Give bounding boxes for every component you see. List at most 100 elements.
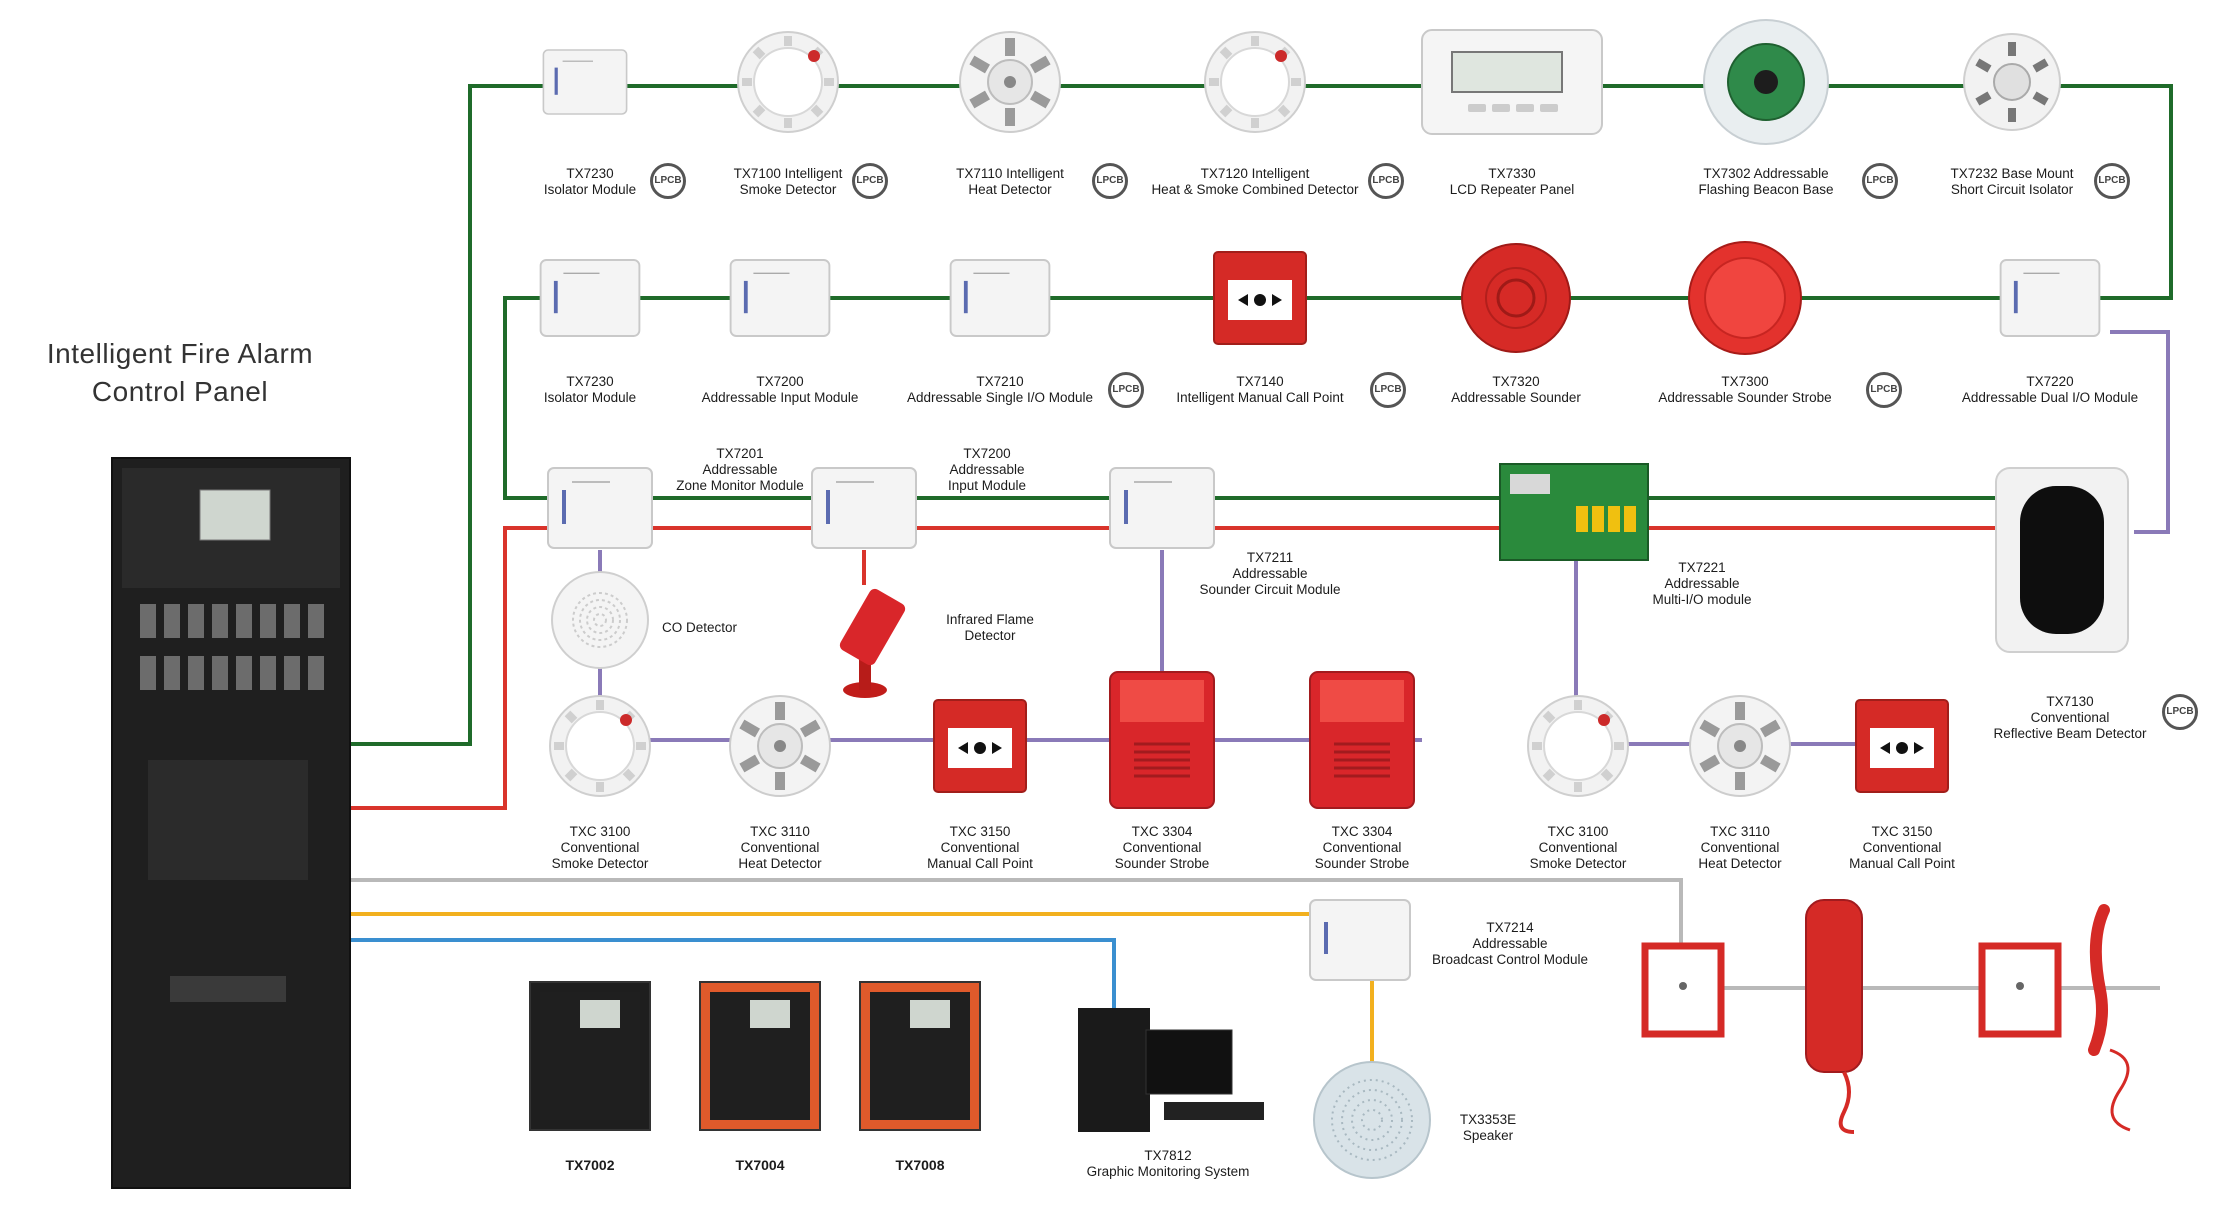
detector-fin	[1760, 754, 1781, 773]
label-line: TX7211	[1246, 550, 1294, 565]
detector-fin	[1005, 38, 1015, 56]
label-line: Smoke Detector	[551, 856, 649, 871]
label-line: TXC 3100	[1547, 824, 1609, 839]
call-point-arrow	[1914, 742, 1924, 754]
module-body	[729, 259, 831, 337]
co-detector-label: CO Detector	[662, 620, 738, 635]
detector-vent	[1574, 700, 1582, 710]
diagram-title: Intelligent Fire Alarm Control Panel	[46, 338, 314, 407]
loop-2-green	[503, 296, 2110, 500]
label-line: TX7232 Base Mount	[1950, 166, 2074, 181]
lpcb-certification-icon: LPCB	[852, 163, 888, 199]
cabinet-power-section	[170, 976, 286, 1002]
module-led-strip	[562, 490, 566, 524]
base-contact	[2032, 91, 2049, 106]
smoke-detector-icon	[1204, 31, 1306, 133]
label-line: TX7214	[1486, 920, 1534, 935]
detector-sensor	[1734, 740, 1746, 752]
label-line: Sounder Circuit Module	[1199, 582, 1341, 597]
speaker-icon	[1313, 1061, 1431, 1179]
module-body	[547, 467, 653, 549]
cabinet-zone-led	[308, 604, 324, 638]
label-line: Addressable Sounder	[1451, 390, 1581, 405]
sounder-icon	[1461, 243, 1571, 353]
computer-keyboard	[1164, 1102, 1264, 1120]
module-led-strip	[2013, 280, 2018, 314]
cabinet-zone-led	[284, 656, 300, 690]
module-white-icon	[539, 259, 641, 337]
call-point-dot	[1896, 742, 1908, 754]
detector-chamber	[565, 711, 635, 781]
label-line: Manual Call Point	[1849, 856, 1955, 871]
panel-model-label: TX7002	[565, 1157, 614, 1173]
cabinet-zone-led	[236, 604, 252, 638]
graphic-monitoring-computer	[1078, 1008, 1264, 1132]
lpcb-certification-icon: LPCB	[1108, 372, 1144, 408]
module-led-strip	[826, 490, 830, 524]
label-line: TX7230	[566, 166, 614, 181]
detector-vent	[596, 700, 604, 710]
repeater-panel	[859, 981, 981, 1131]
module-white-icon	[729, 259, 831, 337]
label-line: Addressable	[702, 462, 778, 477]
detector-vent	[1614, 742, 1624, 750]
label-line: TX7302 Addressable	[1703, 166, 1829, 181]
label-line: TX7200	[963, 446, 1011, 461]
pcb-relay	[1576, 506, 1588, 532]
label-line: TX7221	[1678, 560, 1726, 575]
pcb-relay	[1592, 506, 1604, 532]
detector-led	[808, 50, 820, 62]
base-contact	[1975, 58, 1992, 73]
label-line: Heat Detector	[738, 856, 822, 871]
label-line: TX7200	[756, 374, 804, 389]
beam-lens	[2020, 486, 2104, 634]
label-line: Multi-I/O module	[1652, 592, 1752, 607]
lpcb-certification-icon: LPCB	[1862, 163, 1898, 199]
label-line: Heat Detector	[1698, 856, 1782, 871]
detector-fin	[1699, 754, 1720, 773]
cabinet-zone-led	[236, 656, 252, 690]
detector-vent	[564, 710, 578, 724]
label-line: Infrared Flame	[946, 612, 1034, 627]
detector-vent	[824, 78, 834, 86]
call-point-arrow	[958, 742, 968, 754]
cabinet-zone-led	[212, 656, 228, 690]
telephone-line	[350, 878, 2160, 990]
lpcb-certification-icon: LPCB	[2162, 694, 2198, 730]
dual-io-branch	[2110, 330, 2170, 534]
computer-monitor	[1145, 1029, 1233, 1095]
base-contact	[2008, 42, 2016, 56]
cabinet-zone-led	[260, 656, 276, 690]
detector-sensor	[1004, 76, 1016, 88]
loop-red	[350, 526, 2010, 810]
smoke-detector-icon	[549, 695, 651, 797]
label-line: Conventional	[1322, 840, 1402, 855]
smoke-detector-icon	[1527, 695, 1629, 797]
label-line: TXC 3304	[1131, 824, 1193, 839]
detector-vent	[1291, 78, 1301, 86]
module-led-strip	[963, 280, 968, 314]
label-line: Conventional	[740, 840, 820, 855]
detector-vent	[554, 742, 564, 750]
label-line: Addressable Single I/O Module	[906, 390, 1094, 405]
label-line: TXC 3110	[750, 824, 810, 839]
label-line: TXC 3100	[569, 824, 631, 839]
pcb-terminal	[1510, 474, 1550, 494]
call-point-dot	[1254, 294, 1266, 306]
detector-fin	[1030, 55, 1051, 74]
label-line: Addressable	[949, 462, 1025, 477]
label-line: TX7812	[1144, 1148, 1192, 1163]
sounder-body	[1461, 243, 1571, 353]
label-line: Conventional	[940, 840, 1020, 855]
panel-model-label: TX7008	[895, 1157, 944, 1173]
detector-fin	[775, 702, 785, 720]
strobe-lens	[1704, 257, 1786, 339]
